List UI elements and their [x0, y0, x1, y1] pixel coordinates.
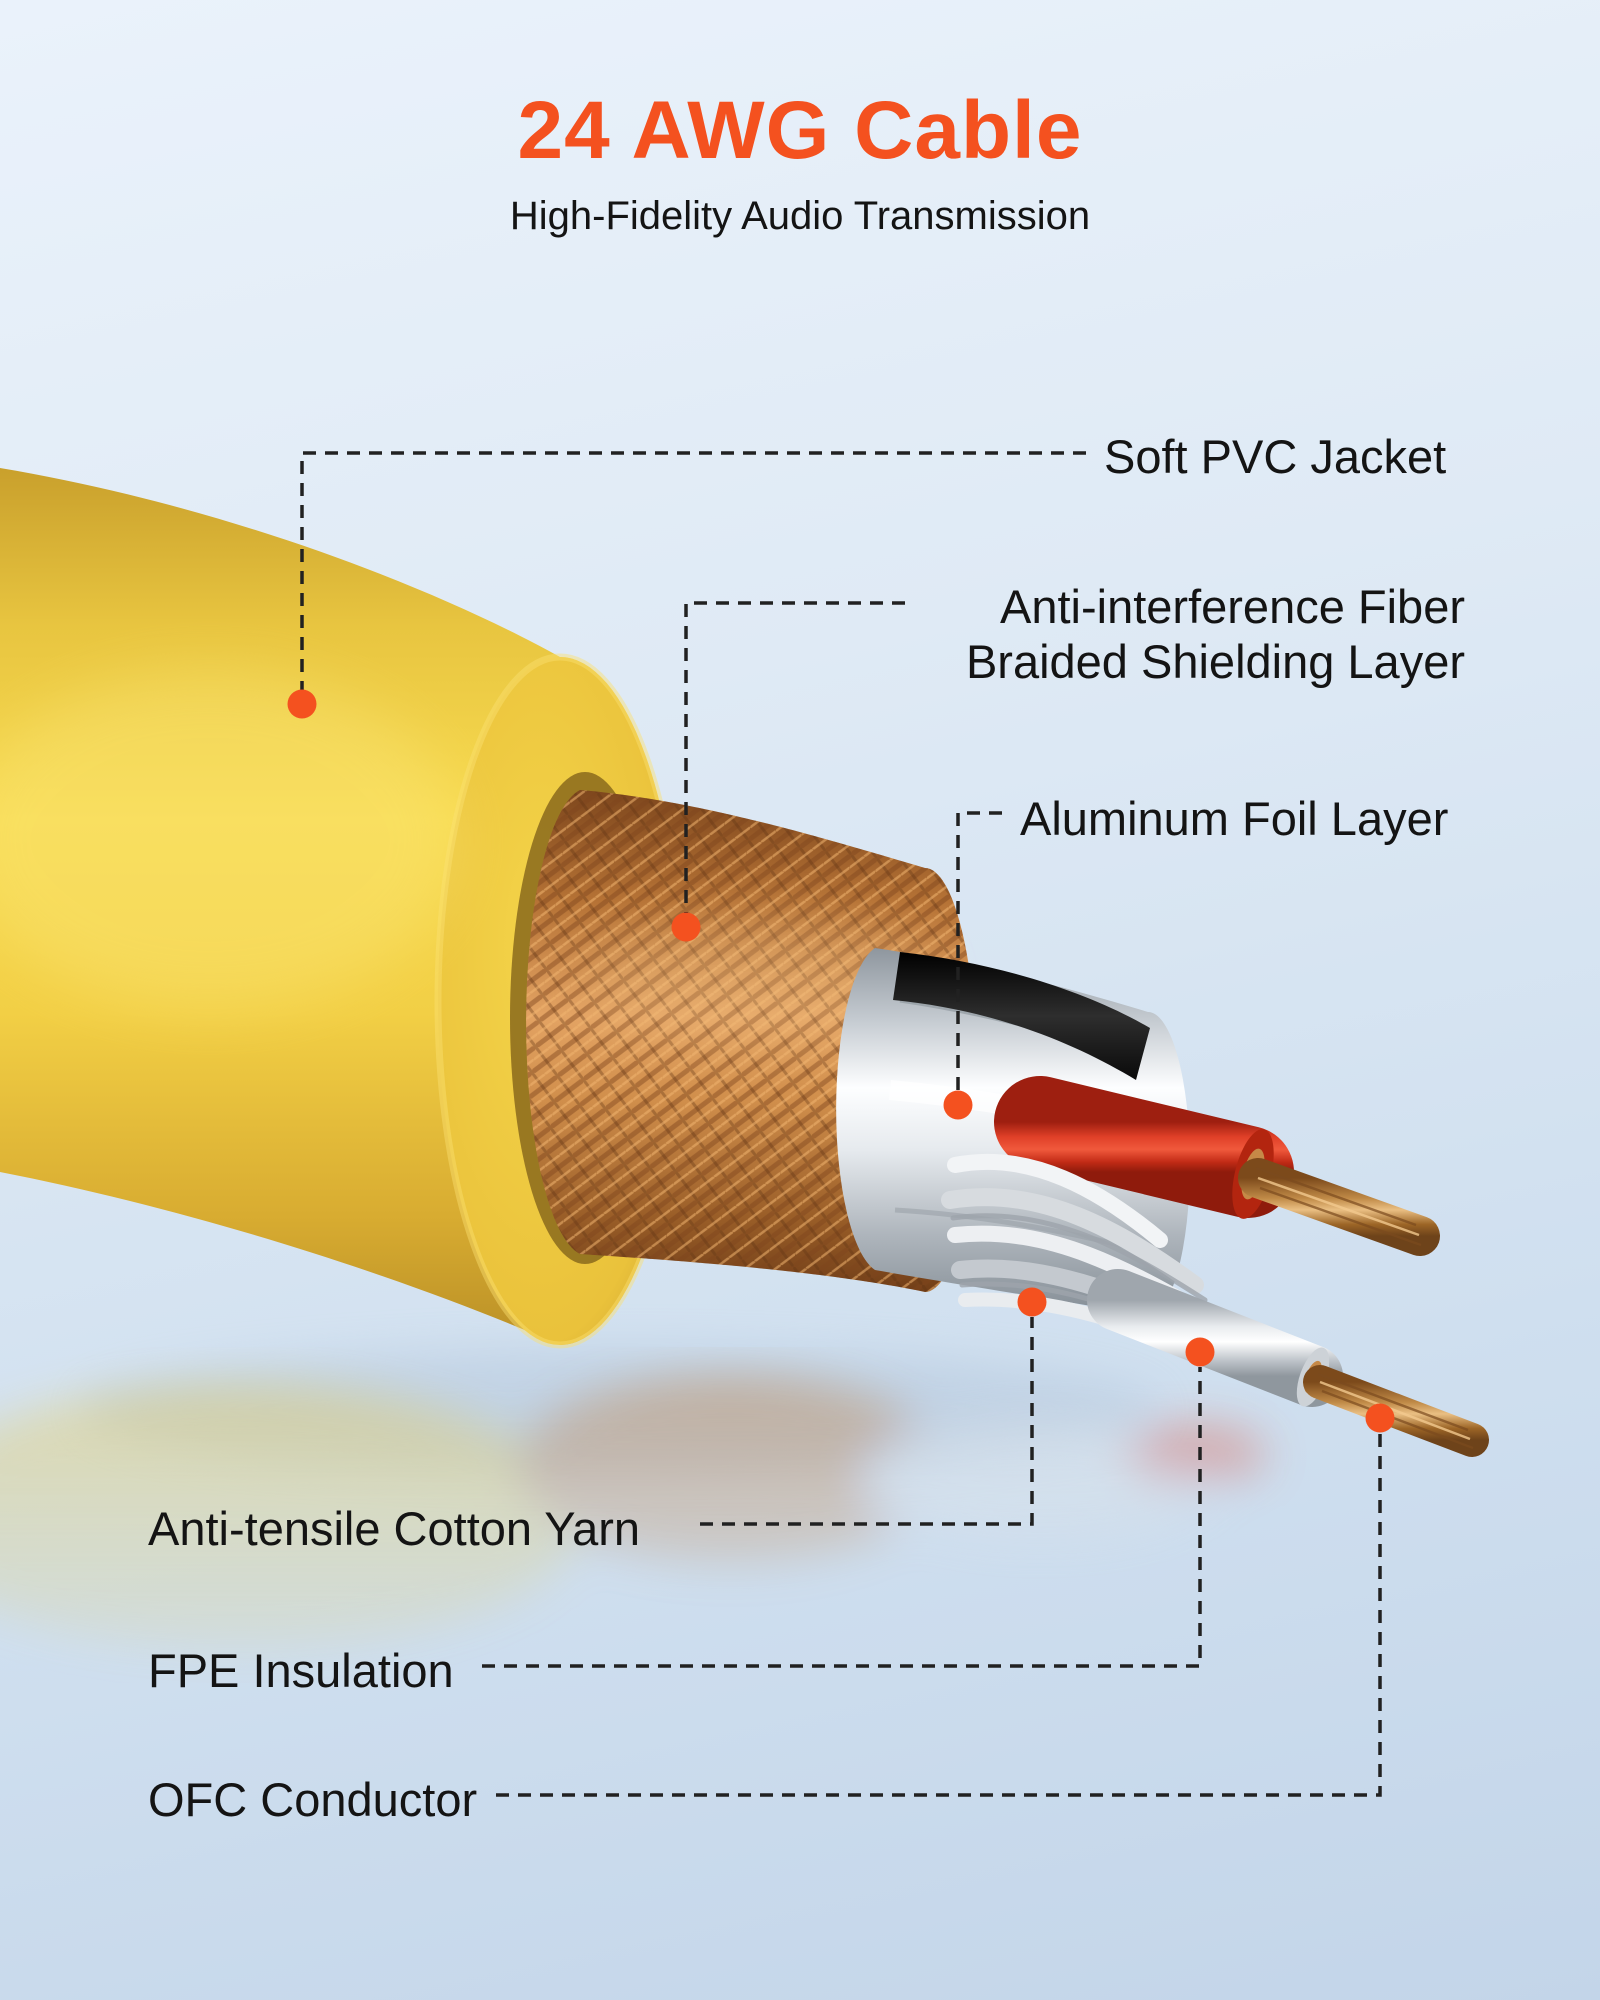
leader-lines — [300, 451, 1382, 1797]
marker-dot-braid-shield — [671, 912, 701, 942]
black-wrap-layer — [893, 952, 1150, 1080]
header: 24 AWG Cable High-Fidelity Audio Transmi… — [0, 84, 1600, 239]
label-braided-shielding-line2: Braided Shielding Layer — [965, 635, 1465, 689]
marker-dots — [287, 689, 1395, 1433]
marker-dot-cotton-yarn — [1017, 1287, 1047, 1317]
marker-dot-soft-pvc — [287, 689, 317, 719]
white-insulated-wire — [1087, 1269, 1489, 1457]
white-wire-copper-strands — [1303, 1365, 1489, 1457]
label-fpe-insulation: FPE Insulation — [148, 1644, 454, 1697]
page-subtitle: High-Fidelity Audio Transmission — [509, 194, 1091, 238]
label-soft-pvc-jacket: Soft PVC Jacket — [1104, 430, 1447, 483]
leader-line-ofc — [496, 1433, 1382, 1797]
label-braided-shielding-line1: Anti-interference Fiber — [1000, 580, 1465, 633]
label-aluminum-foil: Aluminum Foil Layer — [1020, 792, 1449, 845]
marker-dot-fpe — [1185, 1337, 1215, 1367]
red-insulated-wire — [994, 1076, 1440, 1256]
cable-reflection — [0, 1375, 1267, 1655]
red-wire-copper-strands — [1238, 1158, 1440, 1256]
label-ofc-conductor: OFC Conductor — [148, 1773, 478, 1826]
label-braided-shielding: Anti-interference Fiber Braided Shieldin… — [966, 579, 1465, 690]
marker-dot-aluminum-foil — [943, 1090, 973, 1120]
page-title: 24 AWG Cable — [517, 85, 1083, 176]
leader-line-cotton-yarn — [700, 1317, 1034, 1526]
leader-line-braid-shield — [684, 601, 905, 913]
label-cotton-yarn: Anti-tensile Cotton Yarn — [148, 1502, 641, 1555]
leader-line-aluminum-foil — [956, 811, 1002, 1091]
marker-dot-ofc — [1365, 1403, 1395, 1433]
